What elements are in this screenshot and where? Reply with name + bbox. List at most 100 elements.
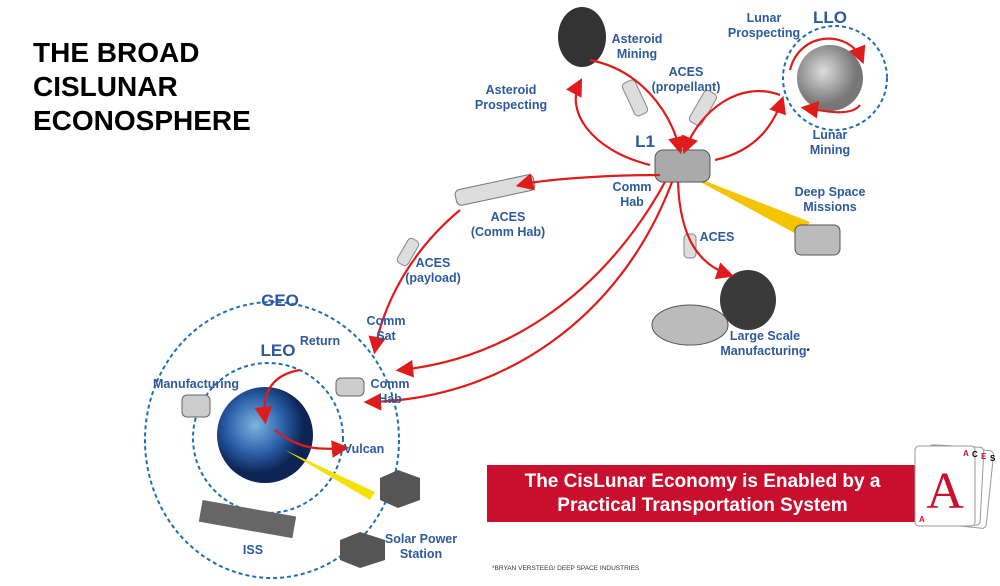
logo-letter: A	[926, 463, 964, 520]
logo-letter: A	[919, 515, 925, 524]
manufacturing-habitat	[651, 304, 729, 346]
arrow	[363, 181, 674, 411]
arrow	[395, 181, 666, 378]
tagline-banner: The CisLunar Economy is Enabled by a Pra…	[487, 465, 918, 522]
leo-orbit	[192, 362, 344, 514]
aces-tank-3	[683, 233, 697, 259]
comm-hab-craft	[454, 174, 536, 206]
arrow	[681, 89, 781, 155]
geo-orbit	[144, 301, 400, 579]
label-line: ACES	[415, 256, 451, 270]
label-line: Hab	[620, 195, 644, 209]
manufacturing-module	[181, 394, 211, 418]
arrow	[800, 101, 861, 119]
label-line: Solar Power	[384, 532, 458, 546]
label-line: Comm	[370, 377, 410, 391]
label-manufacturing: Manufacturing	[152, 377, 240, 391]
label-vulcan: Vulcan	[343, 442, 385, 456]
arrow	[254, 368, 301, 425]
label-line: Comm	[366, 314, 406, 328]
label-line: Manufacturing*	[720, 344, 809, 359]
label-leo: LEO	[260, 341, 296, 360]
arrow	[714, 95, 786, 162]
arrow	[274, 429, 350, 458]
arrow	[515, 173, 661, 191]
arrow	[589, 58, 686, 155]
arrow	[788, 37, 866, 71]
label-line: Hab	[378, 392, 402, 406]
arrow	[368, 209, 461, 355]
label-line: Deep Space	[794, 185, 866, 199]
llo-orbit	[782, 25, 888, 131]
label-line: ACES	[668, 65, 704, 79]
l1-station	[654, 149, 711, 183]
solar-beam	[285, 450, 375, 500]
slide-title: THE BROAD CISLUNAR ECONOSPHERE	[33, 36, 251, 138]
label-return: Return	[299, 334, 341, 348]
label-line: Prospecting	[727, 26, 801, 40]
asteroid	[558, 7, 606, 67]
label-line: Asteroid	[611, 32, 663, 46]
label-line: Lunar	[746, 11, 782, 25]
banner-line: Practical Transportation System	[557, 494, 848, 516]
comm-hab-leo	[335, 377, 365, 397]
label-aces-comm-hab: ACES(Comm Hab)	[471, 210, 545, 240]
label-line: Station	[399, 547, 443, 561]
aces-cards-logo: A A A C E S	[914, 444, 996, 529]
logo-letter: C	[972, 450, 978, 459]
aces-propellant-tank	[621, 79, 649, 117]
deep-space-craft	[794, 224, 841, 256]
label-aces-payload: ACES(payload)	[405, 256, 461, 286]
label-line: Asteroid	[485, 83, 537, 97]
label-line: ACES	[490, 210, 526, 224]
title-line: CISLUNAR	[33, 71, 178, 102]
footnote-mark: *	[806, 347, 810, 356]
logo-letter: S	[990, 454, 996, 463]
logo-letter: A	[963, 449, 969, 458]
logo-letter: E	[981, 452, 987, 461]
arrow	[676, 181, 735, 280]
asteroid-manufacturing	[720, 270, 776, 330]
arrow	[566, 78, 651, 167]
label-line: Prospecting	[474, 98, 548, 112]
label-line: Lunar	[812, 128, 848, 142]
label-aces: ACES	[699, 230, 735, 244]
label-iss: ISS	[242, 543, 264, 557]
earth	[217, 387, 313, 483]
label-line: Large Scale	[729, 329, 801, 343]
label-line: Mining	[616, 47, 658, 61]
label-llo: LLO	[813, 8, 847, 27]
title-line: THE BROAD	[33, 37, 200, 68]
aces-payload-tank	[396, 237, 420, 267]
deep-space-beam	[682, 172, 810, 236]
iss	[198, 500, 297, 539]
label-geo: GEO	[261, 291, 299, 310]
banner-line: The CisLunar Economy is Enabled by a	[524, 470, 881, 492]
label-l1: L1	[635, 132, 655, 151]
solar-station-1	[380, 470, 420, 508]
title-line: ECONOSPHERE	[33, 105, 251, 136]
label-text: Manufacturing	[720, 344, 807, 358]
label-line: Sat	[376, 329, 396, 343]
label-line: Comm	[612, 180, 652, 194]
label-aces-propellant: ACES(propellant)	[652, 65, 721, 95]
label-line: Missions	[803, 200, 857, 214]
moon	[797, 45, 863, 111]
label-line: Mining	[809, 143, 851, 157]
card	[914, 445, 976, 527]
footnote: *BRYAN VERSTEEG/ DEEP SPACE INDUSTRIES	[492, 565, 640, 572]
transport-arrows	[254, 37, 866, 458]
label-line: (payload)	[405, 271, 461, 285]
label-line: (propellant)	[651, 80, 721, 94]
